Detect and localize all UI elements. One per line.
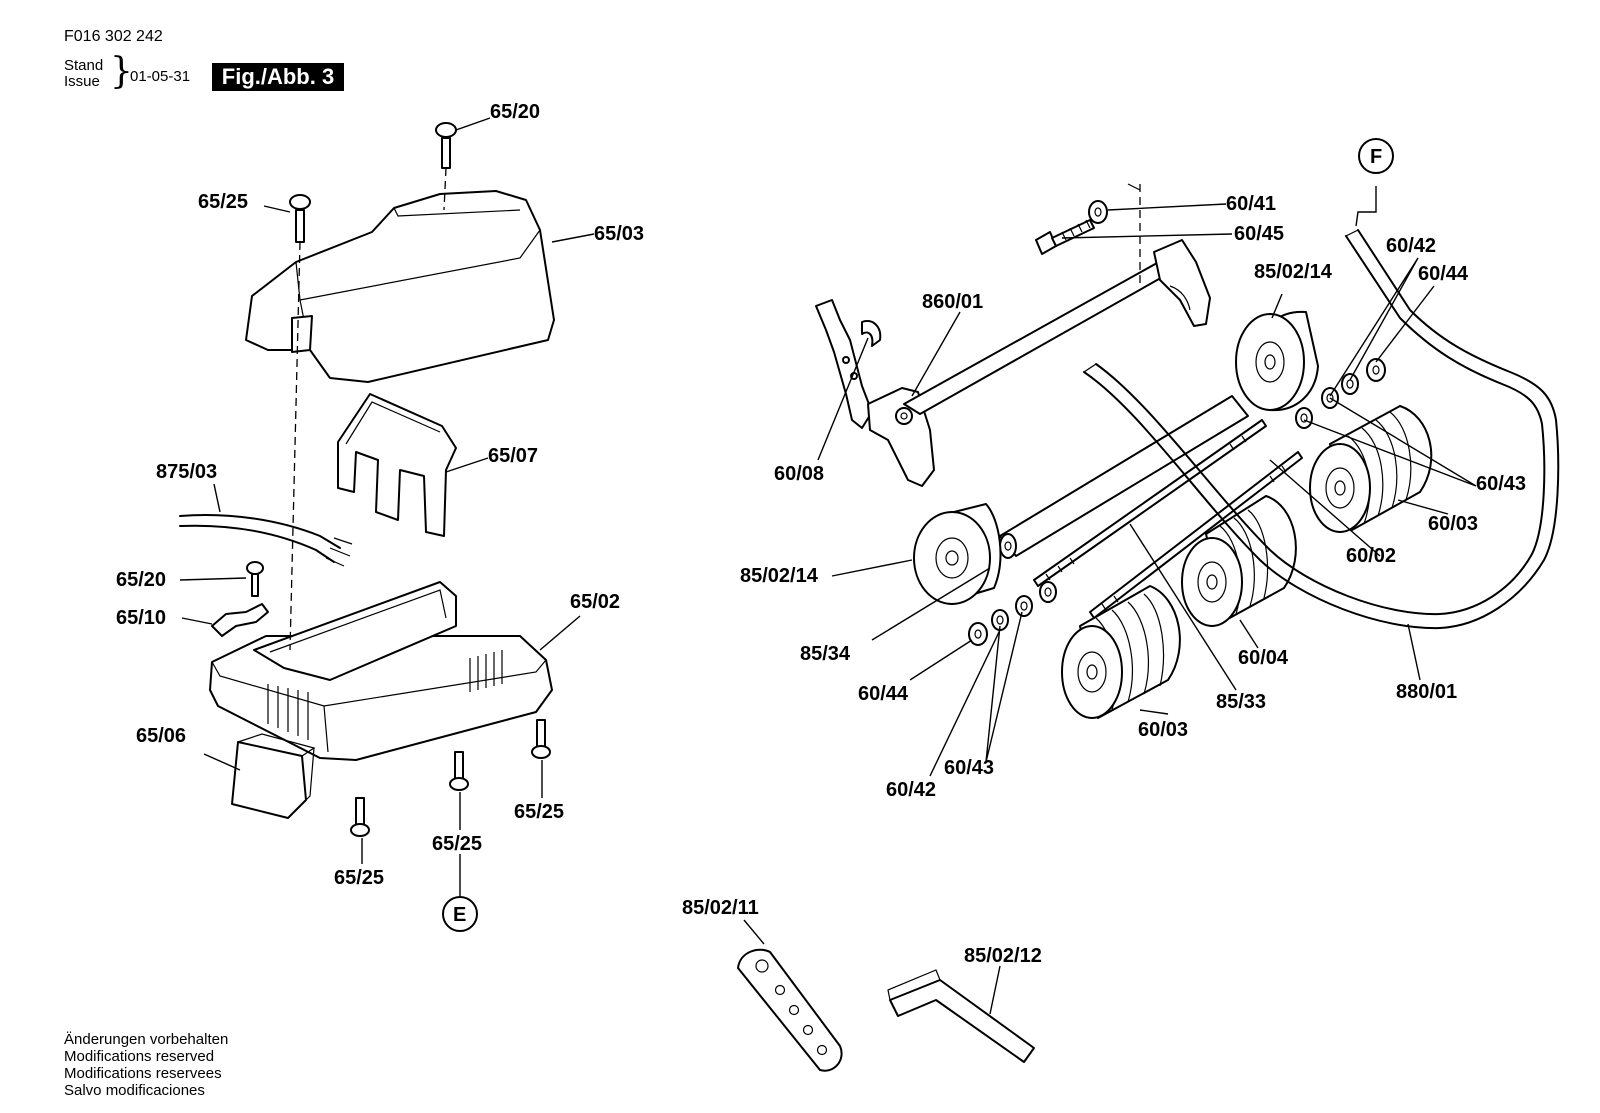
label-60-41: 60/41 <box>1226 193 1276 215</box>
label-60-43-bottom: 60/43 <box>944 757 994 779</box>
part-number: F016 302 242 <box>64 28 163 45</box>
part-roller-60-03-top <box>1309 405 1433 533</box>
part-bolt-60-45 <box>1035 219 1095 255</box>
part-washer-60-41 <box>1088 200 1108 224</box>
part-screw-65-25-b3 <box>531 719 551 759</box>
label-65-25-b2: 65/25 <box>432 833 482 855</box>
part-cover-65-03 <box>245 190 555 383</box>
brace-glyph: } <box>110 51 133 92</box>
part-housing-65-02 <box>209 581 553 761</box>
label-f: F <box>1370 146 1382 168</box>
label-60-45: 60/45 <box>1234 223 1284 245</box>
label-875-03: 875/03 <box>156 461 217 483</box>
part-wheel-85-02-14-top <box>1235 310 1319 412</box>
footer-line-de: Änderungen vorbehalten <box>64 1031 229 1048</box>
figure-badge: Fig./Abb. 3 <box>212 63 344 91</box>
part-wrench-85-02-11 <box>737 948 843 1072</box>
part-roller-60-03-bottom <box>1061 585 1181 719</box>
label-85-02-12: 85/02/12 <box>964 945 1042 967</box>
label-65-03: 65/03 <box>594 223 644 245</box>
footer-line-en: Modifications reserved <box>64 1048 215 1065</box>
label-65-25-top: 65/25 <box>198 191 248 213</box>
part-cable-875-03 <box>179 513 353 567</box>
part-screw-65-25-b2 <box>449 751 469 791</box>
part-block-65-06 <box>231 733 316 819</box>
part-washers-bottom-left <box>968 581 1057 646</box>
leader-lines <box>179 117 1477 1015</box>
footer-notice: Änderungen vorbehalten Modifications res… <box>64 1031 228 1099</box>
label-60-08: 60/08 <box>774 463 824 485</box>
label-65-06: 65/06 <box>136 725 186 747</box>
part-axle-frame-860-01 <box>867 239 1211 487</box>
label-60-03-bottom: 60/03 <box>1138 719 1188 741</box>
label-60-44-bottom: 60/44 <box>858 683 909 705</box>
stand-label: Stand <box>64 57 104 74</box>
issue-label: Issue <box>64 73 100 90</box>
label-65-20-mid: 65/20 <box>116 569 166 591</box>
label-860-01: 860/01 <box>922 291 983 313</box>
callout-circle-e <box>442 896 478 932</box>
issue-date: 01-05-31 <box>130 68 191 85</box>
label-65-25-b3: 65/25 <box>514 801 564 823</box>
label-880-01: 880/01 <box>1396 681 1457 703</box>
label-85-33: 85/33 <box>1216 691 1266 713</box>
label-65-02: 65/02 <box>570 591 620 613</box>
part-handle-880-01 <box>1083 229 1560 630</box>
part-wheel-85-02-14-bottom <box>913 503 1002 605</box>
label-60-44-top: 60/44 <box>1418 263 1469 285</box>
label-65-25-b1: 65/25 <box>334 867 384 889</box>
label-85-02-11: 85/02/11 <box>682 897 759 919</box>
label-65-10: 65/10 <box>116 607 166 629</box>
label-85-02-14-bottom: 85/02/14 <box>740 565 819 587</box>
label-e: E <box>453 904 466 926</box>
label-65-07: 65/07 <box>488 445 538 467</box>
label-60-43-top: 60/43 <box>1476 473 1526 495</box>
label-60-42-bottom: 60/42 <box>886 779 936 801</box>
label-60-03-top: 60/03 <box>1428 513 1478 535</box>
label-85-34: 85/34 <box>800 643 851 665</box>
part-screw-65-20-top <box>435 122 457 169</box>
part-allen-key-85-02-12 <box>887 969 1035 1063</box>
part-screw-65-25-top <box>289 194 311 243</box>
part-labels: 65/20 65/25 65/03 65/07 875/03 65/20 65/… <box>116 101 1526 967</box>
footer-line-fr: Modifications reservees <box>64 1065 222 1082</box>
part-clip-65-10 <box>211 603 269 637</box>
label-65-20-top: 65/20 <box>490 101 540 123</box>
stand-issue-label: Stand Issue <box>64 58 103 90</box>
part-bracket-60-08 <box>815 299 882 429</box>
part-shield-65-07 <box>337 393 457 537</box>
label-60-04: 60/04 <box>1238 647 1289 669</box>
label-60-02: 60/02 <box>1346 545 1396 567</box>
part-screw-65-20-mid <box>246 561 264 597</box>
callout-circle-f <box>1358 138 1394 174</box>
footer-line-es: Salvo modificaciones <box>64 1082 205 1099</box>
part-threaded-rods <box>1033 419 1303 619</box>
label-60-42-top: 60/42 <box>1386 235 1436 257</box>
label-85-02-14-top: 85/02/14 <box>1254 261 1333 283</box>
part-shaft-85-34 <box>999 395 1249 559</box>
part-screw-65-25-b1 <box>350 797 370 837</box>
